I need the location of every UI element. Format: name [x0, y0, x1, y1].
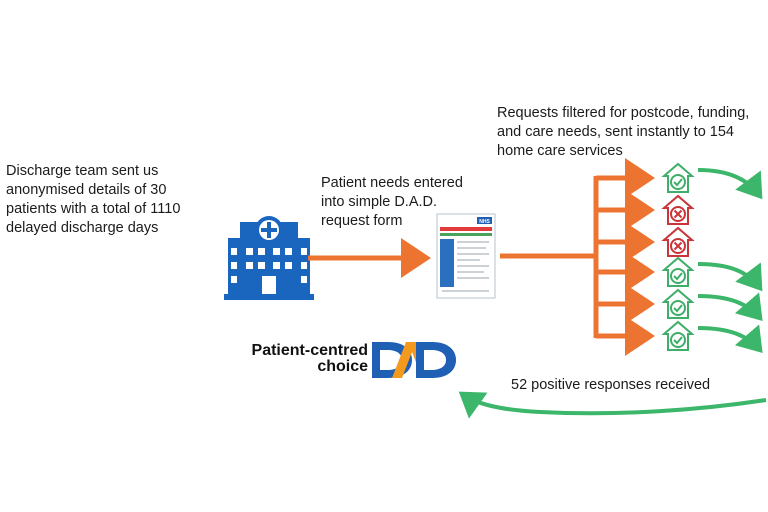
- nhs-badge: NHS: [479, 219, 490, 225]
- filter-line: Requests filtered for postcode, funding,: [497, 105, 750, 121]
- filter-text: Requests filtered for postcode, funding,…: [497, 104, 749, 161]
- responses-label: 52 positive responses received: [511, 377, 711, 393]
- house-check-icon: [661, 162, 695, 193]
- intro-line: patients with a total of 1110: [6, 201, 181, 217]
- entry-line: Patient needs entered: [321, 175, 463, 191]
- house-cross-icon: [661, 226, 695, 257]
- house-cross-icon: [661, 194, 695, 225]
- request-form-icon: NHS: [436, 213, 496, 299]
- house-check-icon: [661, 320, 695, 351]
- intro-text: Discharge team sent us anonymised detail…: [6, 162, 180, 238]
- dad-logo: [372, 342, 456, 378]
- intro-line: anonymised details of 30: [6, 182, 167, 198]
- response-arrow: [697, 324, 763, 354]
- house-check-icon: [661, 256, 695, 287]
- intro-line: Discharge team sent us: [6, 163, 159, 179]
- entry-text: Patient needs entered into simple D.A.D.…: [321, 174, 463, 231]
- tagline-line: choice: [317, 358, 368, 375]
- filter-line: home care services: [497, 143, 623, 159]
- entry-line: request form: [321, 213, 403, 229]
- response-arrow: [697, 168, 763, 200]
- response-arrow: [697, 262, 763, 292]
- response-arrows: [458, 168, 767, 419]
- return-arrow: [458, 391, 767, 419]
- intro-line: delayed discharge days: [6, 220, 159, 236]
- house-check-icon: [661, 288, 695, 319]
- response-arrow: [697, 292, 763, 322]
- filter-line: and care needs, sent instantly to 154: [497, 124, 734, 140]
- brand-tagline: Patient-centred choice: [222, 343, 368, 375]
- entry-line: into simple D.A.D.: [321, 194, 438, 210]
- hospital-icon: [224, 216, 314, 300]
- branch-arrows: [596, 158, 655, 356]
- tagline-line: Patient-centred: [251, 342, 368, 359]
